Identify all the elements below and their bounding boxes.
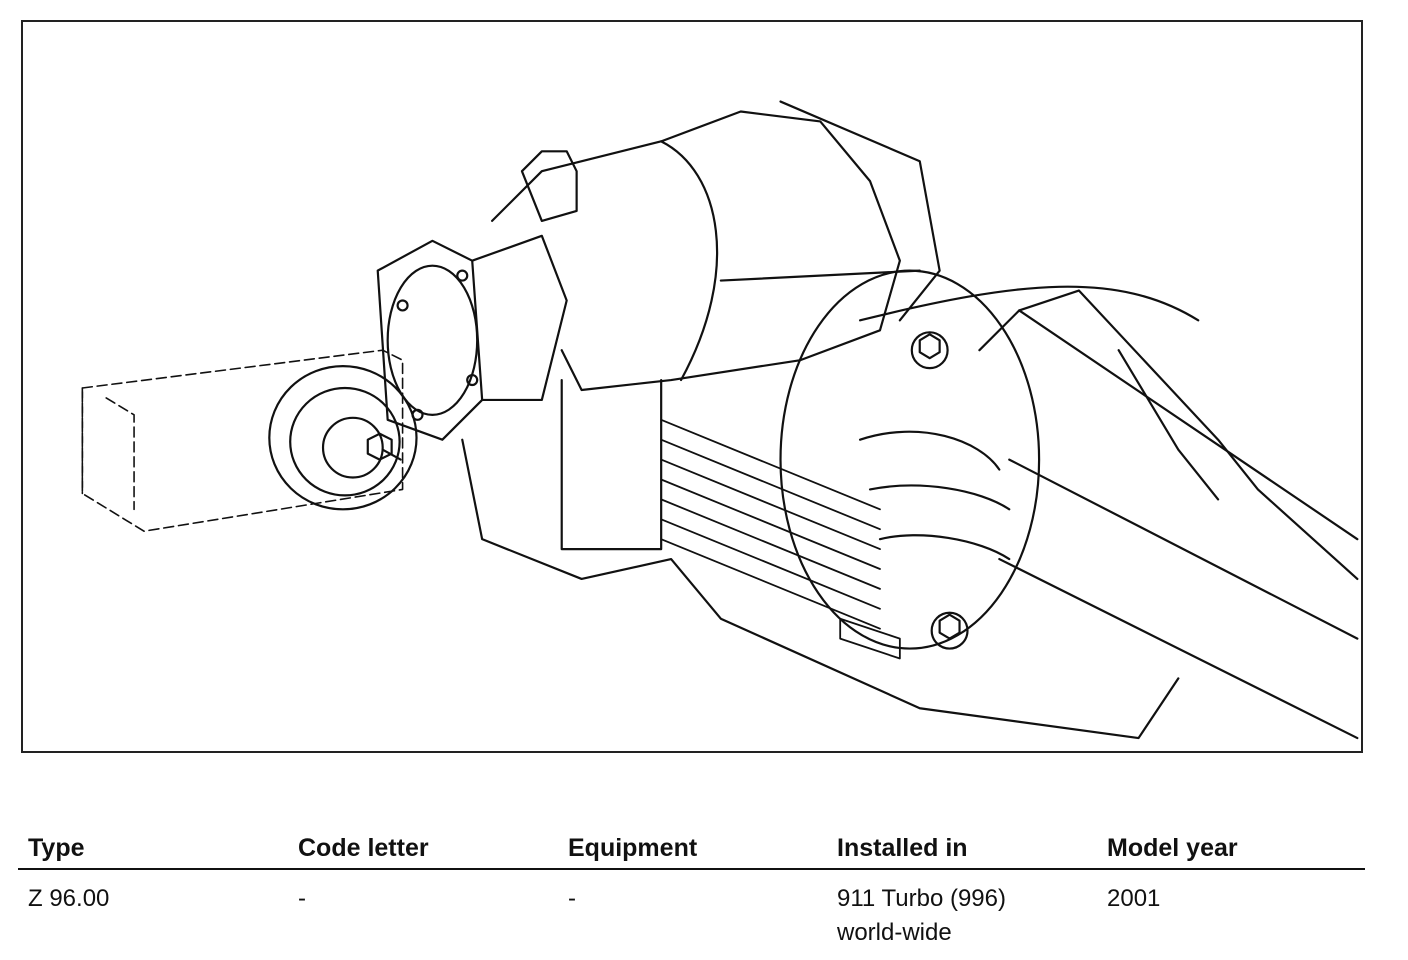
header-code-letter: Code letter xyxy=(298,833,429,862)
header-type: Type xyxy=(28,833,85,862)
cooling-fins xyxy=(660,418,901,660)
rear-housing xyxy=(719,269,1200,650)
mounting-bracket-outline xyxy=(81,349,404,533)
rubber-mount xyxy=(268,365,418,511)
cell-type: Z 96.00 xyxy=(28,885,110,912)
header-equipment: Equipment xyxy=(568,833,698,862)
cell-code-letter: - xyxy=(298,885,306,912)
cell-installed-in-line1: 911 Turbo (996) xyxy=(837,885,1006,912)
table-row: Z 96.00 - - 911 Turbo (996) world-wide 2… xyxy=(18,870,1365,950)
front-flange xyxy=(376,234,568,441)
header-model-year: Model year xyxy=(1107,833,1238,862)
header-installed-in: Installed in xyxy=(837,833,968,862)
specification-table: Type Code letter Equipment Installed in … xyxy=(18,828,1365,950)
table-header-row: Type Code letter Equipment Installed in … xyxy=(18,828,1365,870)
output-tube xyxy=(978,289,1359,740)
cell-installed-in-line2: world-wide xyxy=(837,919,952,946)
transfer-case-drawing xyxy=(81,100,1359,740)
cell-installed-in: 911 Turbo (996) world-wide xyxy=(837,882,1107,950)
cell-model-year: 2001 xyxy=(1107,885,1161,912)
main-housing xyxy=(461,100,1180,740)
figure-frame xyxy=(21,20,1363,753)
cell-equipment: - xyxy=(568,885,576,912)
